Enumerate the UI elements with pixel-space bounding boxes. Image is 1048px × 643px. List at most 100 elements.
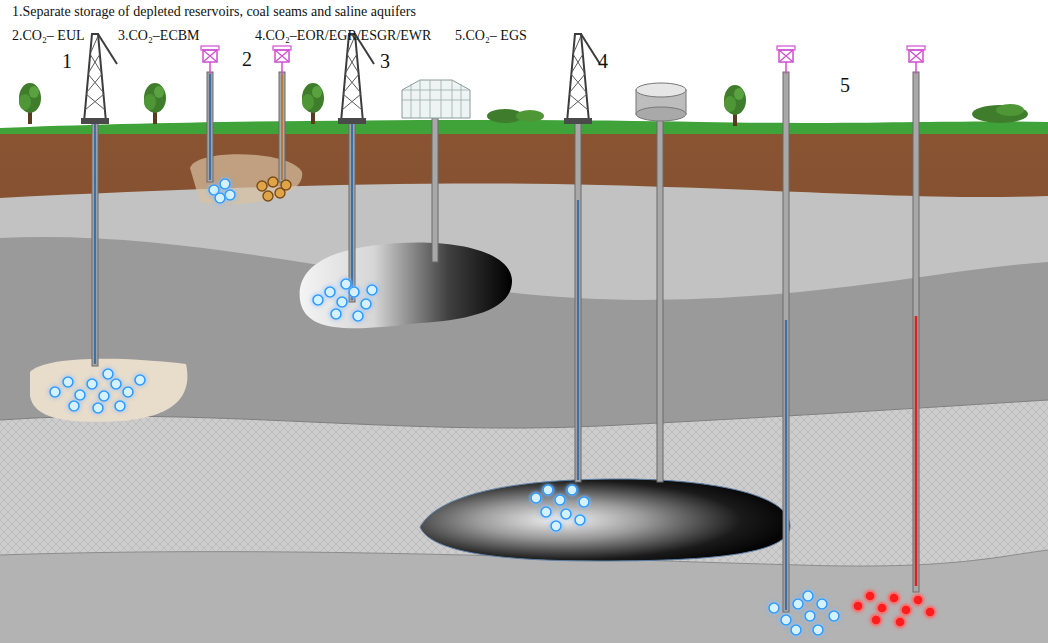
wells-part-part xyxy=(92,120,98,366)
co2-bubbles-part xyxy=(805,611,815,621)
co2-bubbles-part xyxy=(769,603,779,613)
co2-bubbles-part xyxy=(567,485,577,495)
surface-equipment-part xyxy=(516,110,544,122)
co2-bubbles-part xyxy=(99,391,109,401)
co2-bubbles-part xyxy=(225,190,235,200)
reservoirs xyxy=(30,154,790,561)
co2-bubbles xyxy=(50,177,935,635)
co2-bubbles-part xyxy=(215,193,225,203)
surface-equipment-part xyxy=(724,85,746,126)
co2-bubbles-part xyxy=(103,369,113,379)
co2-bubbles-part xyxy=(50,387,60,397)
co2-bubbles-part xyxy=(115,401,125,411)
surface-equipment-part xyxy=(996,104,1024,116)
surface-equipment-part xyxy=(201,46,219,74)
co2-bubbles-part xyxy=(220,179,230,189)
co2-bubbles-part xyxy=(817,599,827,609)
co2-bubbles-part xyxy=(63,377,73,387)
co2-bubbles-part xyxy=(877,603,887,613)
co2-bubbles-part xyxy=(871,615,881,625)
reservoirs-part xyxy=(300,242,512,328)
callout-number: 1 xyxy=(62,50,72,73)
strata-part xyxy=(0,120,1048,134)
co2-bubbles-part xyxy=(325,287,335,297)
co2-bubbles-part xyxy=(579,497,589,507)
surface-equipment-part xyxy=(564,34,600,124)
legend-text: 5.CO₂– EGS xyxy=(455,28,527,44)
wells-part-part xyxy=(351,122,353,300)
co2-bubbles-part xyxy=(75,390,85,400)
co2-bubbles-part xyxy=(281,180,291,190)
co2-bubbles-part xyxy=(341,279,351,289)
wells-part-part xyxy=(349,120,355,302)
wells-part-part xyxy=(279,72,285,182)
surface-equipment-part xyxy=(273,46,291,74)
co2-bubbles-part xyxy=(543,485,553,495)
co2-bubbles-part xyxy=(331,309,341,319)
surface-equipment-part xyxy=(777,46,795,74)
co2-bubbles-part xyxy=(889,593,899,603)
wells-part-part xyxy=(209,74,211,180)
co2-bubbles-part xyxy=(349,287,359,297)
co2-bubbles-part xyxy=(901,605,911,615)
strata-part xyxy=(0,400,1048,643)
co2-bubbles-part xyxy=(135,375,145,385)
wells-part-part xyxy=(94,122,96,364)
co2-bubbles-part xyxy=(268,177,278,187)
co2-bubbles-part xyxy=(257,181,267,191)
greenhouse-part xyxy=(402,80,470,118)
co2-bubbles-part xyxy=(865,591,875,601)
wells xyxy=(92,72,919,612)
wells-part-part xyxy=(432,116,438,262)
surface-equipment xyxy=(19,34,1028,126)
co2-bubbles-part xyxy=(353,311,363,321)
reservoirs-part xyxy=(420,479,790,561)
co2-bubbles-part xyxy=(111,379,121,389)
strata-part xyxy=(0,550,1048,643)
callout-number: 4 xyxy=(598,50,608,73)
co2-bubbles-part xyxy=(93,403,103,413)
co2-bubbles-part xyxy=(123,387,133,397)
strata-part xyxy=(0,183,1048,643)
legend-text: 3.CO₂–ECBM xyxy=(118,28,200,44)
wells-part-part xyxy=(577,200,579,480)
wells-part xyxy=(281,74,283,180)
co2-bubbles-part xyxy=(791,625,801,635)
storage-tank-part xyxy=(636,107,686,121)
strata-part xyxy=(0,237,1048,643)
reservoirs-part xyxy=(30,359,187,422)
surface-equipment-part xyxy=(338,34,374,124)
co2-bubbles-part xyxy=(541,507,551,517)
storage-tank xyxy=(636,83,686,121)
co2-bubbles-part xyxy=(853,601,863,611)
wells-part-part xyxy=(913,72,919,592)
co2-bubbles-part xyxy=(361,299,371,309)
co2-bubbles-part xyxy=(313,295,323,305)
co2-bubbles-part xyxy=(925,607,935,617)
wells-part-part xyxy=(783,72,789,612)
surface-equipment-part xyxy=(972,105,1028,123)
co2-bubbles-part xyxy=(895,617,905,627)
wells-part-part xyxy=(657,112,663,482)
co2-bubbles-part xyxy=(561,509,571,519)
strata xyxy=(0,120,1048,643)
co2-bubbles-part xyxy=(69,401,79,411)
greenhouse xyxy=(402,80,470,118)
wells-part-part xyxy=(207,72,213,182)
surface-equipment-part xyxy=(19,83,41,124)
surface-equipment-part xyxy=(907,46,925,74)
co2-bubbles-part xyxy=(575,515,585,525)
callout-number: 2 xyxy=(242,48,252,71)
wells-part xyxy=(95,74,786,610)
wells-part-part xyxy=(575,120,581,482)
callout-number: 3 xyxy=(380,50,390,73)
greenhouse-part xyxy=(402,80,470,118)
co2-bubbles-part xyxy=(829,611,839,621)
wells-part xyxy=(915,316,918,586)
co2-bubbles-part xyxy=(531,493,541,503)
wells-part xyxy=(92,72,919,612)
callout-number: 5 xyxy=(840,74,850,97)
co2-bubbles-part xyxy=(367,285,377,295)
